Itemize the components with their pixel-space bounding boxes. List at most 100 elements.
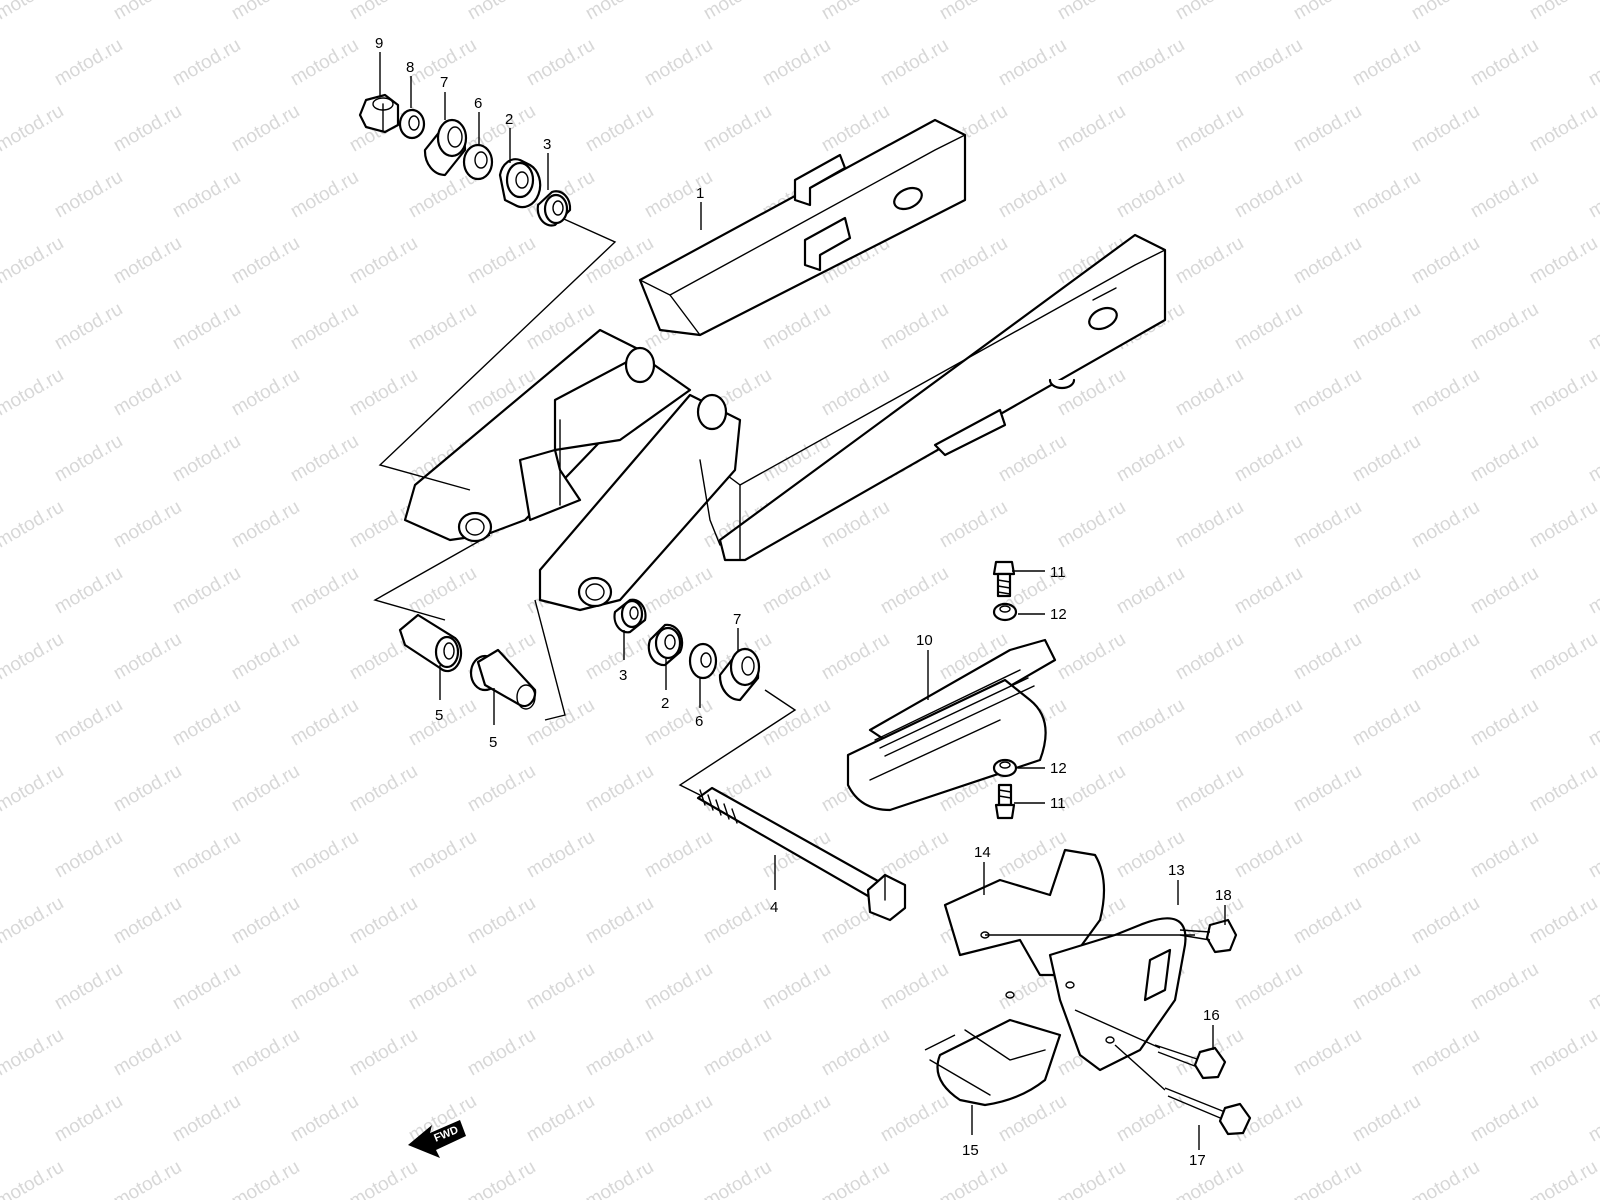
callout-2: 2 [661,695,669,712]
watermark-text: motod.ru [582,0,657,24]
watermark-text: motod.ru [346,0,421,24]
bolt[interactable] [994,783,1016,820]
watermark-text: motod.ru [0,101,67,157]
watermark-text: motod.ru [1231,695,1306,751]
watermark-text: motod.ru [405,959,480,1015]
watermark-text: motod.ru [1467,959,1542,1015]
chain-guide-plate[interactable] [1048,917,1187,1072]
washer[interactable] [398,108,426,140]
watermark-text: motod.ru [1349,431,1424,487]
watermark-text: motod.ru [641,563,716,619]
callout-13: 13 [1168,862,1185,879]
watermark-text: motod.ru [346,233,421,289]
watermark-text: motod.ru [936,0,1011,24]
watermark-text: motod.ru [110,1157,185,1200]
watermark-text: motod.ru [1585,431,1600,487]
watermark-text: motod.ru [1054,101,1129,157]
watermark-text: motod.ru [464,893,539,949]
watermark-text: motod.ru [1349,1091,1424,1147]
nut[interactable] [358,93,400,134]
watermark-text: motod.ru [700,1025,775,1081]
spacer[interactable] [398,613,463,673]
watermark-text: motod.ru [759,563,834,619]
watermark-text: motod.ru [0,0,67,24]
watermark-text: motod.ru [228,1157,303,1200]
watermark-text: motod.ru [1172,365,1247,421]
watermark-text: motod.ru [818,1157,893,1200]
chain-guide[interactable] [929,1018,1062,1107]
needle-bearing[interactable] [613,598,647,634]
swingarm[interactable] [403,118,1167,612]
watermark-text: motod.ru [287,1091,362,1147]
bolt[interactable] [1179,918,1238,954]
watermark-text: motod.ru [0,893,67,949]
watermark-text: motod.ru [1290,893,1365,949]
watermark-text: motod.ru [51,431,126,487]
watermark-text: motod.ru [0,365,67,421]
bushing[interactable] [647,623,684,667]
watermark-text: motod.ru [582,761,657,817]
collar[interactable] [992,602,1018,622]
watermark-text: motod.ru [1408,761,1483,817]
watermark-text: motod.ru [1585,695,1600,751]
watermark-text: motod.ru [936,1157,1011,1200]
chain-buffer[interactable] [846,638,1057,812]
bushing[interactable] [498,158,542,209]
dust-seal[interactable] [423,118,468,177]
callout-16: 16 [1203,1007,1220,1024]
bolt[interactable] [992,560,1016,598]
collar[interactable] [992,758,1018,778]
watermark-text: motod.ru [1408,0,1483,24]
watermark-text: motod.ru [1526,1157,1600,1200]
watermark-text: motod.ru [523,827,598,883]
watermark-text: motod.ru [936,497,1011,553]
watermark-text: motod.ru [228,101,303,157]
watermark-text: motod.ru [1526,0,1600,24]
watermark-text: motod.ru [1467,563,1542,619]
watermark-text: motod.ru [346,893,421,949]
callout-8: 8 [406,59,414,76]
watermark-text: motod.ru [523,35,598,91]
watermark-text: motod.ru [700,1157,775,1200]
bolt[interactable] [1164,1087,1252,1136]
bolt[interactable] [1154,1044,1227,1080]
watermark-text: motod.ru [1172,0,1247,24]
watermark-text: motod.ru [110,233,185,289]
dust-seal[interactable] [718,647,761,702]
callout-2: 2 [505,111,513,128]
watermark-text: motod.ru [1408,629,1483,685]
watermark-text: motod.ru [818,365,893,421]
callout-11: 11 [1050,564,1066,581]
watermark-text: motod.ru [110,497,185,553]
watermark-text: motod.ru [1290,497,1365,553]
watermark-text: motod.ru [1231,35,1306,91]
watermark-text: motod.ru [1526,629,1600,685]
spacer[interactable] [469,648,537,710]
watermark-text: motod.ru [287,167,362,223]
needle-bearing[interactable] [536,190,572,227]
watermark-text: motod.ru [995,167,1070,223]
watermark-text: motod.ru [1113,1091,1188,1147]
pivot-shaft[interactable] [696,786,907,922]
watermark-text: motod.ru [1585,299,1600,355]
watermark-text: motod.ru [1290,761,1365,817]
watermark-text: motod.ru [346,1025,421,1081]
watermark-text: motod.ru [582,1157,657,1200]
callout-7: 7 [440,74,448,91]
watermark-text: motod.ru [169,299,244,355]
callout-12: 12 [1050,606,1067,623]
watermark-text: motod.ru [1526,497,1600,553]
watermark-text: motod.ru [169,1091,244,1147]
callout-leaders [379,52,1226,1150]
watermark-text: motod.ru [1113,431,1188,487]
watermark-text: motod.ru [1290,1025,1365,1081]
watermark-text: motod.ru [759,695,834,751]
watermark-text: motod.ru [936,233,1011,289]
thrust-washer[interactable] [688,642,718,680]
watermark-text: motod.ru [759,1091,834,1147]
chain-guide-bracket[interactable] [943,848,1106,999]
watermark-text: motod.ru [1408,1157,1483,1200]
thrust-washer[interactable] [462,143,494,181]
watermark-text: motod.ru [51,1091,126,1147]
watermark-text: motod.ru [1349,167,1424,223]
